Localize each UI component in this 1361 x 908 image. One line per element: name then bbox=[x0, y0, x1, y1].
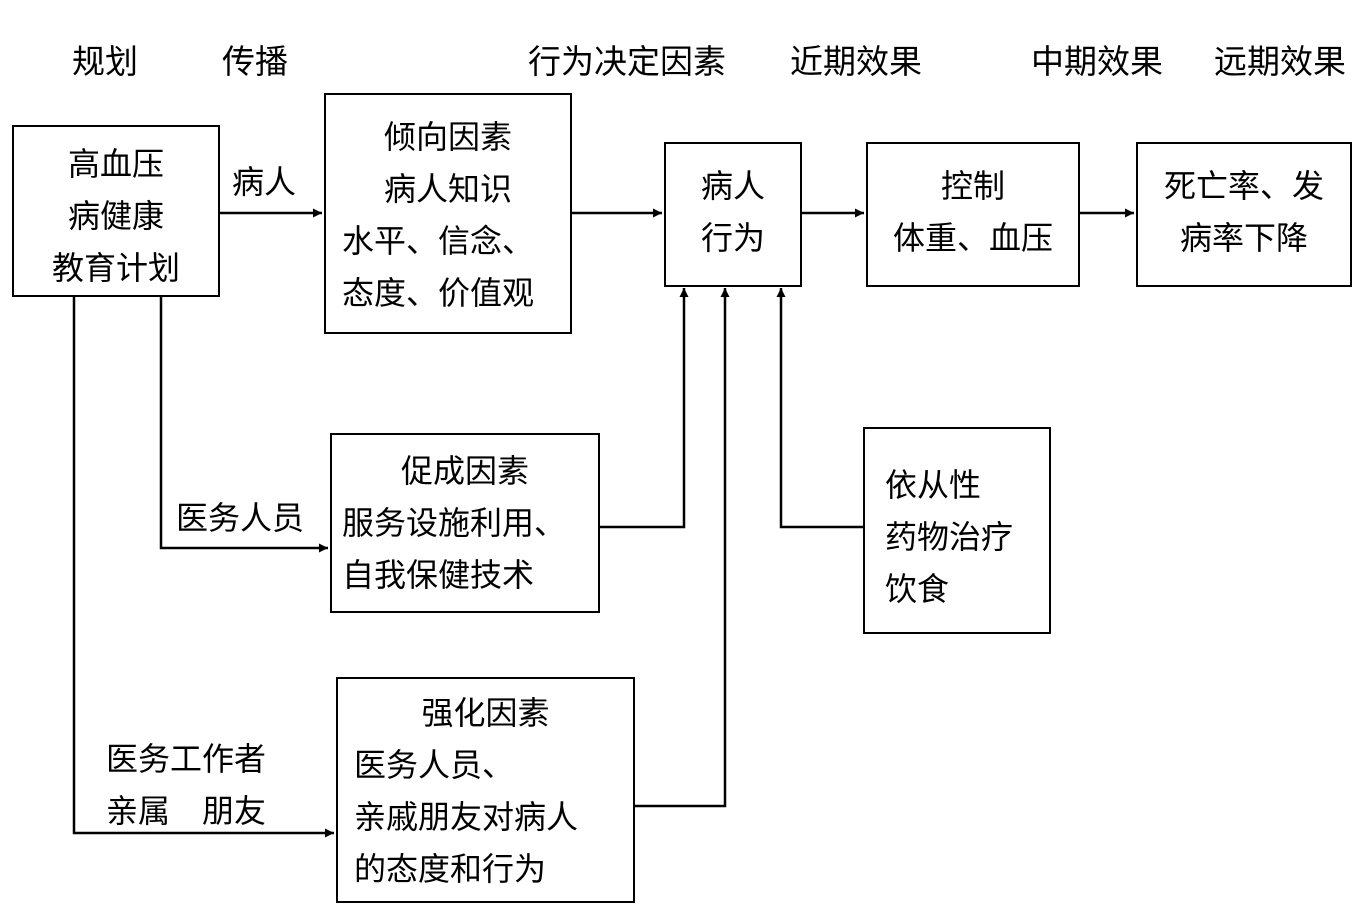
header-mid-term-effect: 中期效果 bbox=[1031, 42, 1163, 81]
box-text-line: 态度、价值观 bbox=[342, 274, 535, 312]
box-text-line: 服务设施利用、 bbox=[342, 504, 567, 542]
box-text-line: 饮食 bbox=[885, 570, 950, 608]
box-text-line: 控制 bbox=[940, 167, 1005, 205]
box-text-line: 水平、信念、 bbox=[342, 222, 535, 260]
box-text-line: 医务人员、 bbox=[354, 746, 515, 784]
box-text-line: 死亡率、发 bbox=[1163, 167, 1324, 205]
header-long-term-effect: 远期效果 bbox=[1214, 42, 1346, 81]
box-title: 促成因素 bbox=[400, 452, 529, 490]
reinforcing-factors-box: 强化因素 医务人员、 亲戚朋友对病人 的态度和行为 bbox=[336, 677, 635, 903]
box-text-line: 病率下降 bbox=[1179, 219, 1308, 257]
box-text-line: 自我保健技术 bbox=[342, 556, 535, 594]
program-box: 高血压 病健康 教育计划 bbox=[12, 125, 220, 297]
arrow-program-to-reinforcing bbox=[72, 297, 334, 838]
channel-label-workers: 医务工作者 bbox=[106, 740, 267, 778]
header-short-term-effect: 近期效果 bbox=[790, 42, 922, 81]
box-text-line: 依从性 bbox=[885, 466, 982, 504]
header-communication: 传播 bbox=[222, 42, 288, 81]
box-text-line: 高血压 bbox=[67, 145, 164, 183]
enabling-factors-box: 促成因素 服务设施利用、 自我保健技术 bbox=[330, 433, 600, 613]
box-text-line: 教育计划 bbox=[51, 249, 180, 287]
box-title: 倾向因素 bbox=[383, 118, 512, 156]
arrow-reinforcing-to-behavior bbox=[635, 288, 730, 808]
channel-label-relatives-friends: 亲属 朋友 bbox=[106, 792, 267, 830]
patient-behavior-box: 病人 行为 bbox=[664, 142, 802, 287]
predisposing-factors-box: 倾向因素 病人知识 水平、信念、 态度、价值观 bbox=[324, 93, 572, 334]
header-planning: 规划 bbox=[72, 42, 138, 81]
outcome-box: 死亡率、发 病率下降 bbox=[1136, 142, 1352, 287]
channel-label-medical-staff: 医务人员 bbox=[176, 499, 305, 537]
box-text-line: 病人知识 bbox=[383, 170, 512, 208]
box-text-line: 行为 bbox=[700, 219, 765, 257]
box-text-line: 病健康 bbox=[67, 197, 164, 235]
arrow-program-to-enabling bbox=[159, 297, 328, 553]
header-behavior-determinants: 行为决定因素 bbox=[528, 42, 726, 81]
box-text-line: 亲戚朋友对病人 bbox=[354, 798, 579, 836]
box-text-line: 药物治疗 bbox=[885, 518, 1014, 556]
channel-label-patient: 病人 bbox=[232, 163, 297, 201]
control-box: 控制 体重、血压 bbox=[866, 142, 1080, 287]
box-text-line: 病人 bbox=[700, 167, 765, 205]
arrow-compliance-to-behavior bbox=[776, 288, 863, 529]
arrow-enabling-to-behavior bbox=[600, 288, 689, 529]
box-text-line: 的态度和行为 bbox=[354, 850, 547, 888]
compliance-box: 依从性 药物治疗 饮食 bbox=[863, 427, 1051, 634]
box-text-line: 体重、血压 bbox=[892, 219, 1053, 257]
box-title: 强化因素 bbox=[421, 694, 550, 732]
